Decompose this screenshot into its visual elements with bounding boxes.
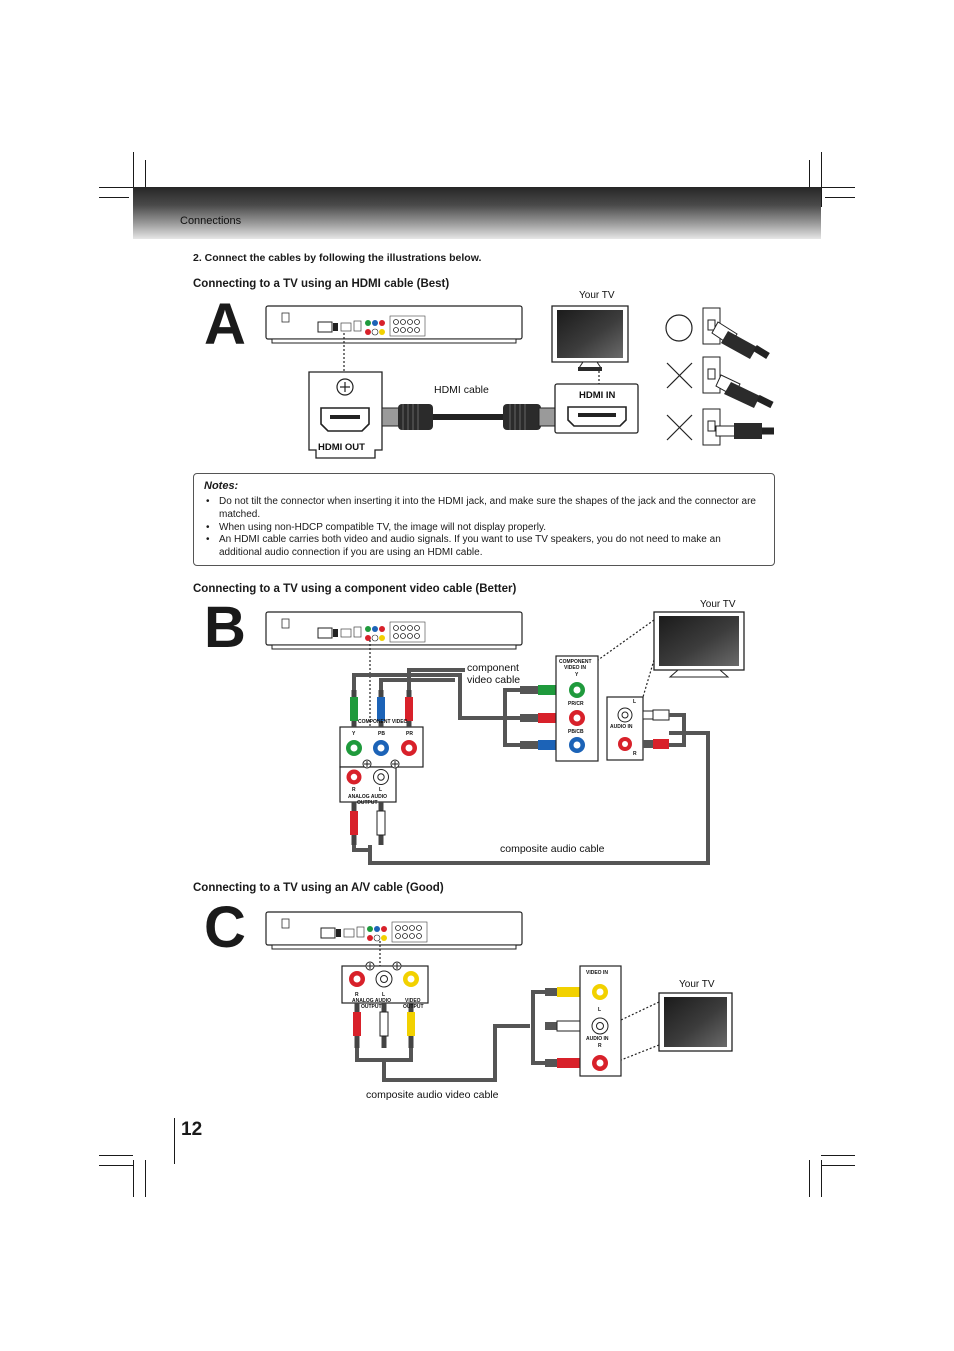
note-item: Do not tilt the connector when inserting… [204,496,764,522]
dvd-player-rear-a [265,305,523,344]
player-component-output-closeup [339,726,424,803]
component-in-title-2: VIDEO IN [564,665,586,671]
notes-list: Do not tilt the connector when inserting… [204,496,764,560]
player-r-label-c: R [355,992,359,998]
audio-l-label-c: L [598,1007,602,1013]
note-item: When using non-HDCP compatible TV, the i… [204,522,764,535]
analog-audio-label-b-2: OUTPUT [357,800,378,806]
crop-mark [821,152,822,207]
incorrect-insertion-example-2 [666,408,774,446]
crop-mark [821,1165,855,1166]
crop-mark [99,1155,133,1156]
section-label: Connections [180,215,242,227]
dvd-player-rear-b [265,611,523,650]
dvd-player-rear-c [265,911,523,950]
section-letter-a: A [204,292,246,357]
note-item: An HDMI cable carries both video and aud… [204,534,764,560]
component-in-title-1: COMPONENT [559,659,592,665]
player-av-output-closeup [341,961,429,1004]
tv-audio-input-panel-b [606,696,670,761]
jack-pb-cb-label: PB/CB [568,729,584,735]
audio-in-label-c: AUDIO IN [586,1036,609,1042]
your-tv-label-a: Your TV [579,290,615,301]
player-r-label-b: R [352,787,356,793]
crop-mark [825,197,855,198]
tv-a [551,305,629,384]
tv-av-input-panel [579,965,622,1077]
audio-l-label-b: L [633,699,637,705]
heading-hdmi: Connecting to a TV using an HDMI cable (… [193,278,450,290]
player-l-label-b: L [379,787,383,793]
composite-audio-cable-b [350,713,710,865]
hdmi-in-jack-closeup [554,383,639,434]
composite-av-cable-label: composite audio video cable [366,1089,499,1101]
hdmi-out-jack-closeup [308,371,383,459]
crop-mark [99,187,155,188]
hdmi-in-label: HDMI IN [579,390,616,401]
page-number: 12 [181,1119,203,1140]
crop-mark [99,1165,133,1166]
your-tv-label-c: Your TV [679,979,715,990]
heading-av: Connecting to a TV using an A/V cable (G… [193,882,444,894]
hdmi-cable-label: HDMI cable [434,384,489,396]
video-output-label-2: OUTPUT [403,1004,424,1010]
player-y-label: Y [352,731,356,737]
analog-audio-label-c-1: ANALOG AUDIO [352,998,391,1004]
analog-audio-label-b-1: ANALOG AUDIO [348,794,387,800]
your-tv-label-b: Your TV [700,599,736,610]
heading-component: Connecting to a TV using a component vid… [193,583,517,595]
audio-in-label-b: AUDIO IN [610,724,633,730]
player-pb-label: PB [378,731,385,737]
audio-r-label-c: R [598,1043,602,1049]
analog-audio-label-c-2: OUTPUT [361,1004,382,1010]
component-cable-label-line2: video cable [467,674,521,686]
crop-mark [800,187,855,188]
component-plugs-tv-side [520,685,560,750]
crop-mark [809,1160,810,1197]
intro-instruction: 2. Connect the cables by following the i… [193,252,482,264]
component-cable-label-line1: component [467,662,519,674]
section-letter-b: B [204,595,246,660]
header-band [133,187,821,239]
notes-title: Notes: [204,480,239,492]
tv-component-input-panel [555,655,599,762]
tv-b [597,611,745,698]
correct-insertion-example [665,307,770,359]
player-pr-label: PR [406,731,413,737]
hdmi-out-label: HDMI OUT [318,442,365,453]
notes-box: Notes: Do not tilt the connector when in… [193,473,775,566]
crop-mark [99,197,129,198]
player-l-label-c: L [382,992,386,998]
crop-mark [145,1160,146,1197]
video-in-label: VIDEO IN [586,970,608,976]
tv-c [620,992,733,1061]
jack-y-label: Y [575,672,579,678]
crop-mark [821,1160,822,1197]
crop-mark [145,160,146,188]
composite-av-cable [353,987,582,1082]
audio-r-label-b: R [633,751,637,757]
crop-mark [133,152,134,207]
jack-pr-cr-label: PR/CR [568,701,584,707]
crop-mark [821,1155,855,1156]
crop-mark [809,160,810,188]
incorrect-insertion-example-1 [666,356,774,409]
composite-audio-cable-label: composite audio cable [500,843,605,855]
page-number-rule [174,1118,175,1164]
crop-mark [133,1160,134,1197]
hdmi-cable [381,404,557,430]
component-plugs-player-side [350,690,413,727]
section-letter-c: C [204,895,246,960]
player-component-label: COMPONENT VIDEO [358,719,408,725]
video-output-label-1: VIDEO [405,998,421,1004]
